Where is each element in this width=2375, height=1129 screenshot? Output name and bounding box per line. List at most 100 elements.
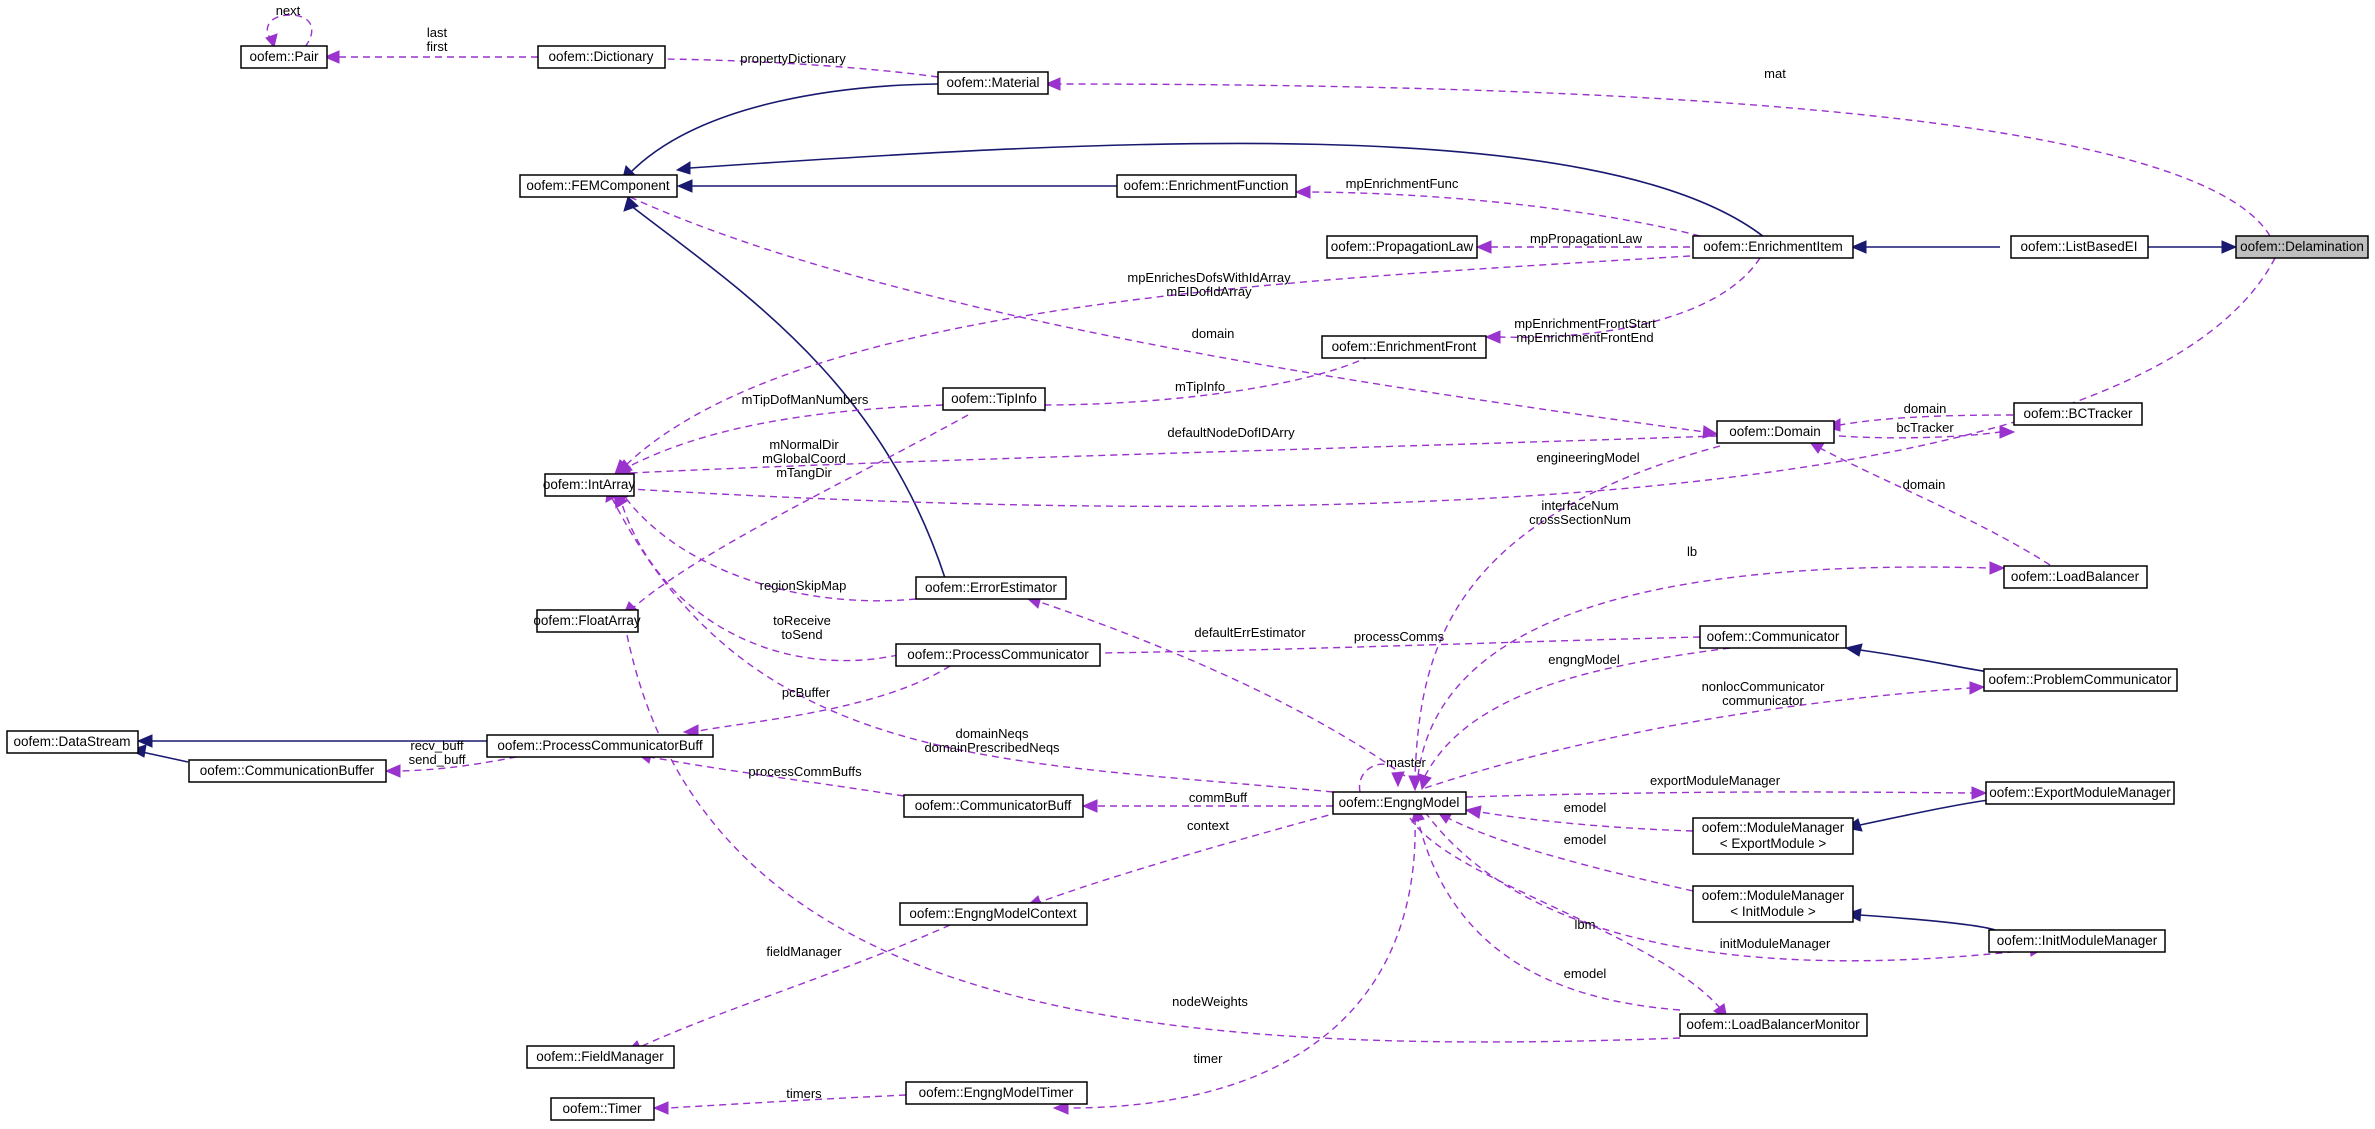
- arrow-head: [384, 764, 401, 778]
- node-label: oofem::EnrichmentFunction: [1123, 178, 1288, 193]
- edge-label-mnormaldir: mNormalDir: [769, 437, 839, 452]
- node-label: oofem::DataStream: [13, 734, 130, 749]
- edge-label-recvbuff: recv_buff: [410, 738, 464, 753]
- edge-label-sendbuff: send_buff: [409, 752, 466, 767]
- edge-label-lbm: lbm: [1575, 917, 1596, 932]
- node-label: oofem::Timer: [562, 1101, 642, 1116]
- edge-bctracker: [1826, 431, 2001, 439]
- edge-label-context: context: [1187, 818, 1229, 833]
- edge-mpenrichesdofswithidarray: [625, 255, 1691, 466]
- node-material[interactable]: oofem::Material: [937, 71, 1049, 95]
- edge-label-bctracker: bcTracker: [1896, 420, 1954, 435]
- edge-label-domain-bctracker: domain: [1904, 401, 1947, 416]
- edge-label-mglobalcoord: mGlobalCoord: [762, 451, 846, 466]
- node-errorestimator[interactable]: oofem::ErrorEstimator: [915, 576, 1067, 600]
- edge-label-engineeringmodel: engineeringModel: [1536, 450, 1639, 465]
- edge-label-domainprescribedneqs: domainPrescribedNeqs: [924, 740, 1060, 755]
- node-engngmodeltimer[interactable]: oofem::EngngModelTimer: [905, 1081, 1088, 1105]
- node-label: oofem::Material: [946, 75, 1039, 90]
- node-pair[interactable]: oofem::Pair: [240, 45, 328, 69]
- node-bctracker[interactable]: oofem::BCTracker: [2013, 402, 2143, 426]
- node-label: oofem::ErrorEstimator: [925, 580, 1058, 595]
- edge-label-toreceive: toReceive: [773, 613, 831, 628]
- arrow-head: [1418, 773, 1432, 791]
- edge-femcomponent-material: [627, 83, 939, 176]
- edge-label-nodeweights: nodeWeights: [1172, 994, 1248, 1009]
- edge-label-mpenrichesdofswithidarray: mpEnrichesDofsWithIdArray: [1127, 270, 1291, 285]
- arrow-head: [1464, 805, 1482, 819]
- node-tipinfo[interactable]: oofem::TipInfo: [942, 387, 1046, 411]
- arrow-head: [1850, 240, 1867, 254]
- edge-label-mat: mat: [1764, 66, 1786, 81]
- arrow-head: [1391, 771, 1405, 788]
- arrow-head: [623, 196, 639, 212]
- node-label: oofem::ProcessCommunicator: [907, 647, 1089, 662]
- edge-label-meidofidarray: mEIDofIdArray: [1166, 284, 1252, 299]
- node-label: oofem::InitModuleManager: [1997, 933, 2158, 948]
- edge-label-regionskipmap: regionSkipMap: [760, 578, 847, 593]
- edge-timer: [1067, 817, 1416, 1109]
- edge-label-defaultnodedofidarry: defaultNodeDofIDArry: [1167, 425, 1295, 440]
- node-enrichmentfront[interactable]: oofem::EnrichmentFront: [1321, 335, 1487, 359]
- node-communicationbuffer[interactable]: oofem::CommunicationBuffer: [188, 759, 387, 783]
- node-enrichmentitem[interactable]: oofem::EnrichmentItem: [1692, 235, 1854, 259]
- node-label: oofem::Dictionary: [548, 49, 653, 64]
- arrow-head: [265, 33, 278, 49]
- edge-mpenrichmentfunc: [1309, 191, 1701, 237]
- node-exportmodulemanager[interactable]: oofem::ExportModuleManager: [1985, 781, 2175, 805]
- node-label: oofem::ModuleManager: [1702, 888, 1845, 903]
- node-enrichmentfunction[interactable]: oofem::EnrichmentFunction: [1116, 174, 1297, 198]
- node-label-line2: < InitModule >: [1730, 904, 1816, 919]
- edge-label-timer: timer: [1194, 1051, 1224, 1066]
- edge-communicator-problemcommunicator: [1859, 649, 1991, 673]
- node-communicatorbuff[interactable]: oofem::CommunicatorBuff: [903, 794, 1084, 818]
- node-problemcommunicator[interactable]: oofem::ProblemCommunicator: [1983, 668, 2178, 692]
- node-listbasedei[interactable]: oofem::ListBasedEI: [2010, 235, 2149, 259]
- node-floatarray[interactable]: oofem::FloatArray: [533, 609, 641, 633]
- arrow-head: [1971, 786, 1988, 800]
- node-engngmodelcontext[interactable]: oofem::EngngModelContext: [899, 902, 1088, 926]
- edge-label-emodel-init: emodel: [1564, 832, 1607, 847]
- edge-label-processcommbuffs: processCommBuffs: [748, 764, 862, 779]
- edge-label-mpenrichmentfunc: mpEnrichmentFunc: [1346, 176, 1459, 191]
- arrow-head: [1844, 643, 1863, 657]
- node-modulemanager-init[interactable]: oofem::ModuleManager< InitModule >: [1692, 885, 1854, 923]
- node-intarray[interactable]: oofem::IntArray: [543, 473, 636, 497]
- node-label: oofem::EnrichmentFront: [1332, 339, 1477, 354]
- node-delamination[interactable]: oofem::Delamination: [2235, 235, 2369, 259]
- node-propagationlaw[interactable]: oofem::PropagationLaw: [1326, 235, 1478, 259]
- node-communicator[interactable]: oofem::Communicator: [1699, 625, 1847, 649]
- edge-mtipdofmannumbers: [627, 404, 944, 468]
- node-label: oofem::ModuleManager: [1702, 820, 1845, 835]
- node-label: oofem::PropagationLaw: [1331, 239, 1474, 254]
- node-timer[interactable]: oofem::Timer: [550, 1097, 655, 1121]
- edge-regionskipmap: [624, 496, 917, 602]
- node-domain[interactable]: oofem::Domain: [1716, 420, 1835, 444]
- edge-next: [266, 14, 313, 48]
- node-engngmodel[interactable]: oofem::EngngModel: [1332, 791, 1467, 815]
- edge-emodel-modulemanager-export: [1479, 811, 1694, 832]
- node-femcomponent[interactable]: oofem::FEMComponent: [519, 174, 678, 198]
- node-label: oofem::EngngModelContext: [909, 906, 1077, 921]
- node-label: oofem::FEMComponent: [526, 178, 670, 193]
- node-datastream[interactable]: oofem::DataStream: [6, 730, 139, 754]
- node-label: oofem::CommunicatorBuff: [915, 798, 1072, 813]
- edge-exportmodulemanager: [1465, 791, 1973, 798]
- edge-domain-loadbalancer: [1819, 447, 2051, 566]
- edge-label-exportmodulemanager: exportModuleManager: [1650, 773, 1781, 788]
- node-dictionary[interactable]: oofem::Dictionary: [537, 45, 666, 69]
- node-fieldmanager[interactable]: oofem::FieldManager: [526, 1045, 675, 1069]
- edge-engngmodel-communicator: [1424, 647, 1731, 777]
- node-loadbalancermonitor[interactable]: oofem::LoadBalancerMonitor: [1679, 1013, 1868, 1037]
- edge-label-mppropagationlaw: mpPropagationLaw: [1530, 231, 1643, 246]
- node-label: oofem::EnrichmentItem: [1703, 239, 1843, 254]
- edge-timers: [667, 1094, 907, 1109]
- node-label: oofem::Domain: [1729, 424, 1821, 439]
- node-loadbalancer[interactable]: oofem::LoadBalancer: [2003, 565, 2148, 589]
- node-initmodulemanager[interactable]: oofem::InitModuleManager: [1988, 929, 2166, 953]
- node-processcommunicatorbuff[interactable]: oofem::ProcessCommunicatorBuff: [486, 734, 714, 758]
- node-modulemanager-export[interactable]: oofem::ModuleManager< ExportModule >: [1692, 817, 1854, 855]
- node-processcommunicator[interactable]: oofem::ProcessCommunicator: [895, 643, 1101, 667]
- arrow-head: [1484, 330, 1501, 344]
